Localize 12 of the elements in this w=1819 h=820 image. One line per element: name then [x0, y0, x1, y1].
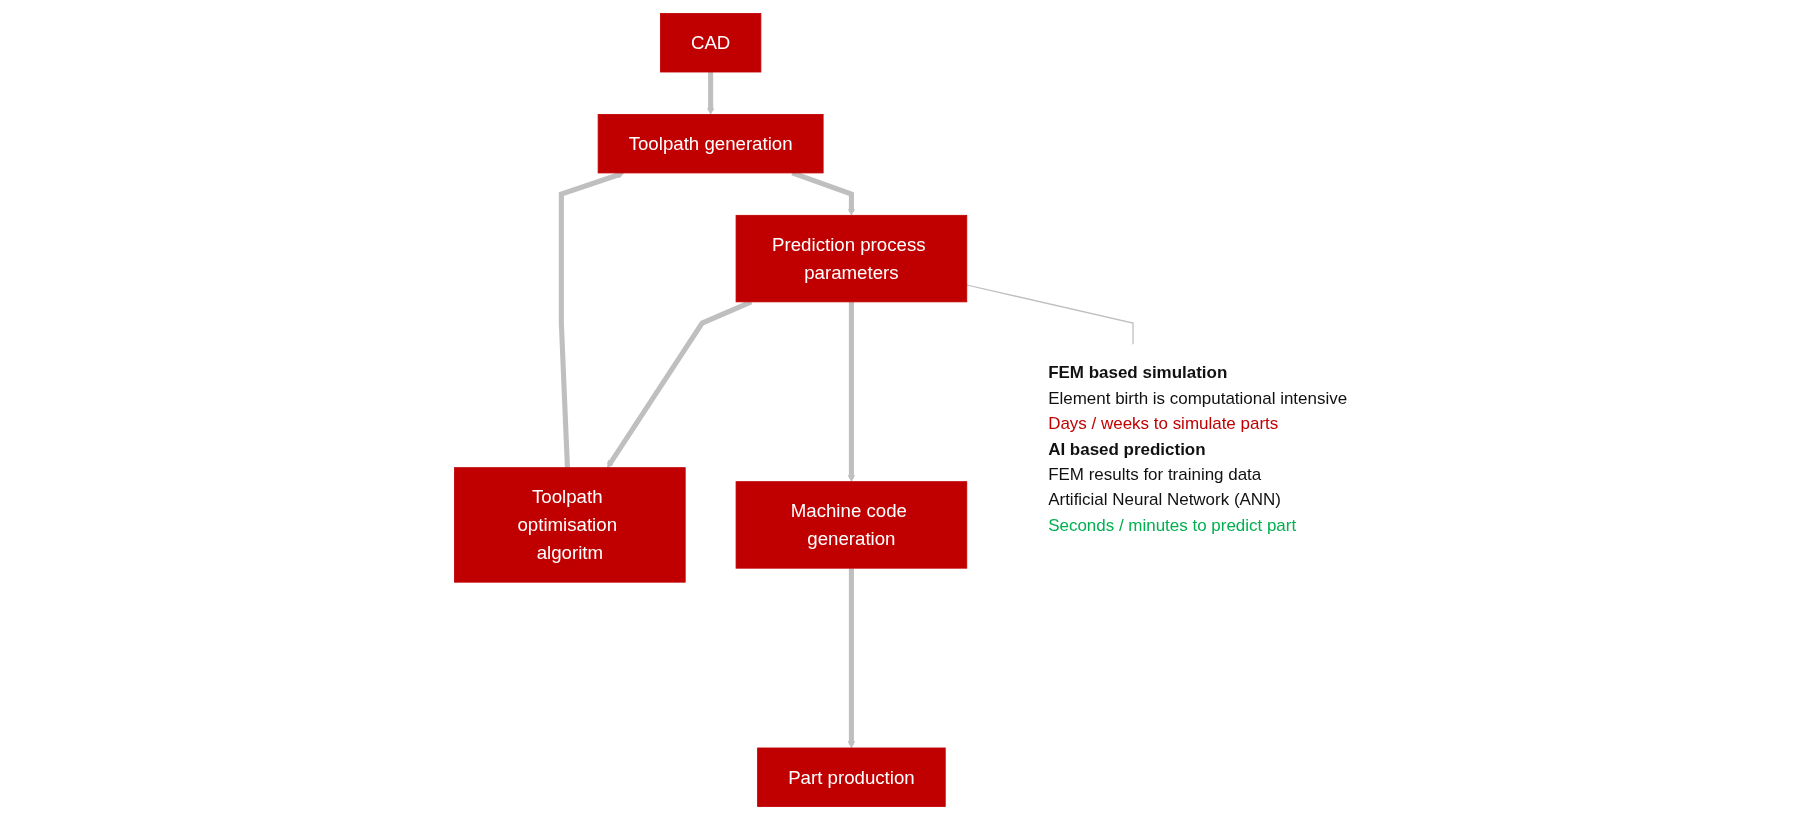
- node-box: CAD: [660, 13, 762, 73]
- node-box: Prediction process parameters: [736, 214, 968, 303]
- node-box: Part production: [757, 747, 947, 807]
- node-box: Machine code generation: [736, 481, 968, 569]
- arrow: [848, 568, 856, 749]
- arrow: [848, 301, 856, 482]
- arrow: [707, 72, 715, 115]
- node-box: Toolpath generation: [598, 114, 824, 174]
- node-box: Toolpath optimisation algoritm: [454, 467, 686, 583]
- connector: [966, 284, 1135, 345]
- node-text: FEM based simulation Element birth is computational intensive Days / weeks to simulate parts AI based prediction FEM results for training data Artificial Neural Network (ANN) Seconds / minutes to predict part: [1048, 362, 1348, 535]
- arrow: [559, 171, 625, 468]
